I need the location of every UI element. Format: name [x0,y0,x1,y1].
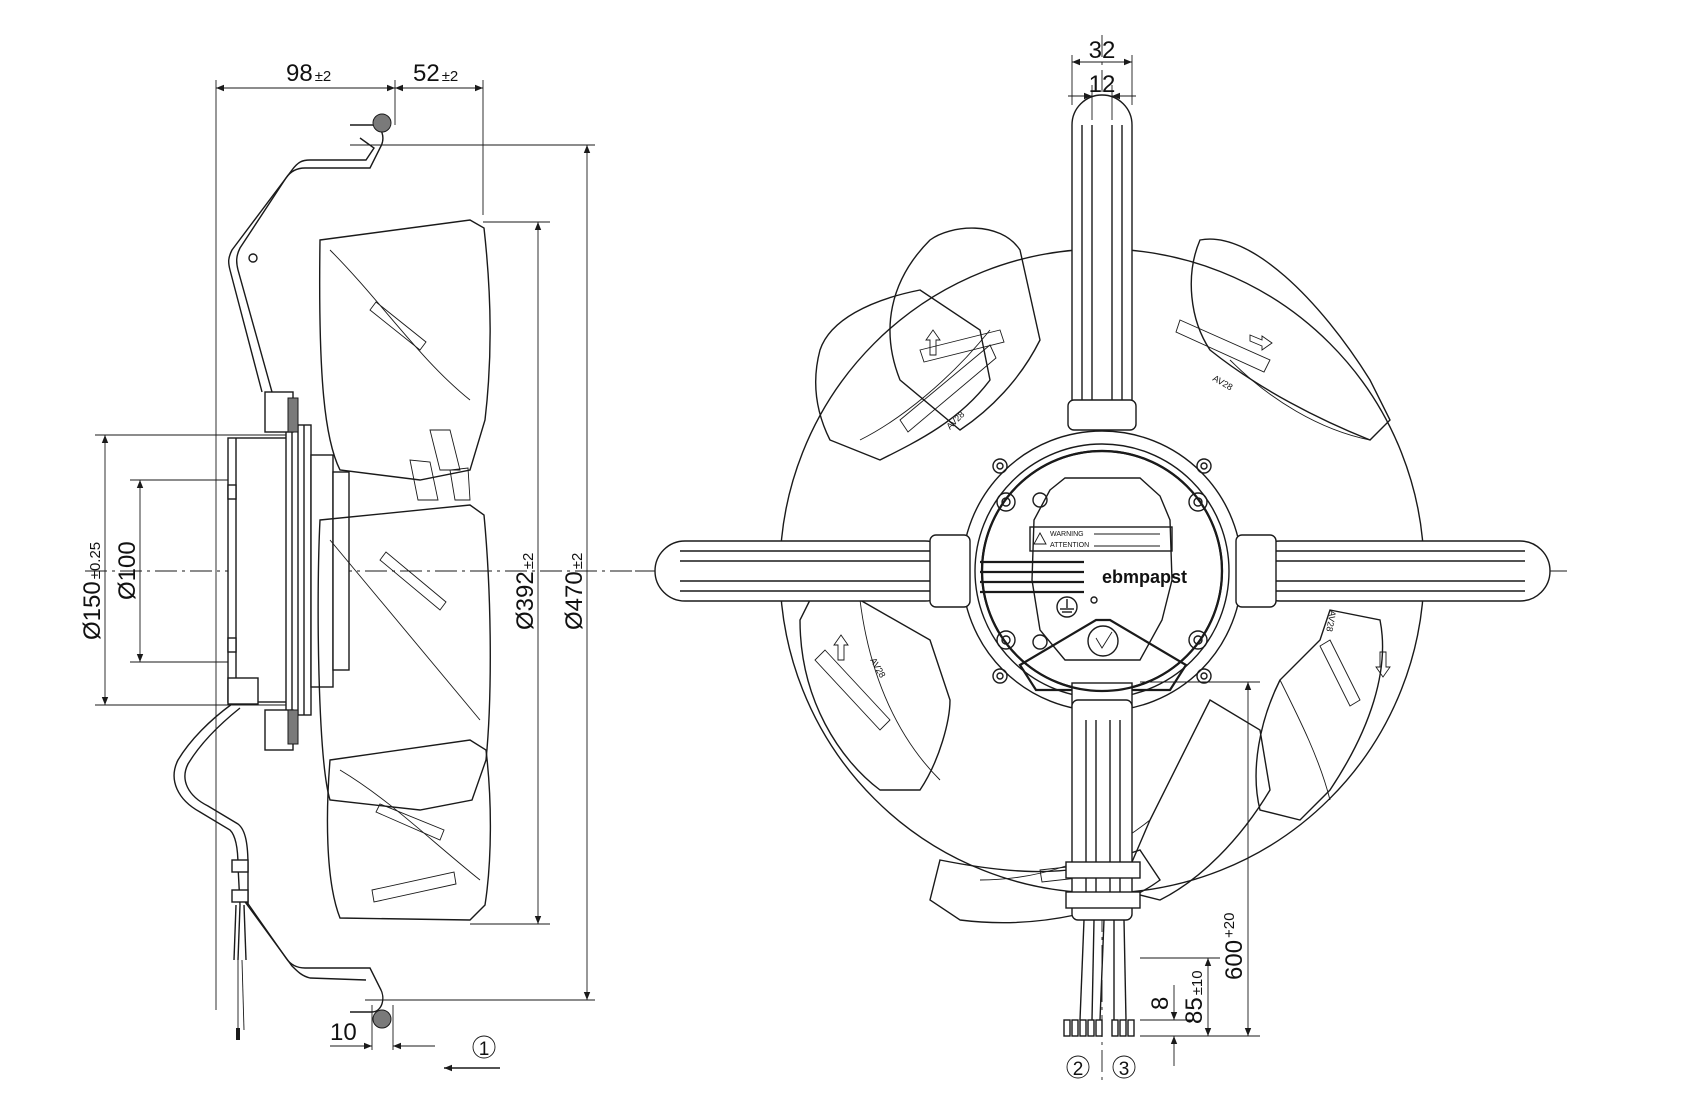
brand-logo: ebmpapst [1102,567,1187,587]
dim-strip-end: 8 [1147,997,1174,1010]
dim-strip: 85±10 [1181,970,1208,1024]
guard-arm-top [1071,94,1133,431]
svg-text:AV28: AV28 [1211,373,1234,392]
dim-flange: Ø150±0.25 [79,542,106,640]
guard-arm-right [1249,540,1551,602]
dim-impeller: Ø392±2 [512,553,539,630]
dim-arm-width: 32 [1089,37,1116,64]
dim-arm-inner: 12 [1089,71,1116,98]
callout-airflow: 1 [479,1039,490,1060]
terminal-box [1018,618,1188,692]
dim-offset: 52±2 [413,60,458,87]
warning-label [1029,526,1173,552]
dim-cable-length: 600+20 [1221,913,1248,981]
guard-arm-left [654,540,956,602]
mounting-holes [992,458,1212,684]
dim-depth: 98±2 [286,60,331,87]
attention-text: ATTENTION [1050,542,1089,549]
side-view: 98±2 52±2 Ø150±0.25 Ø100 Ø392±2 Ø470±2 1… [79,60,640,1072]
callout-cable-a: 2 [1073,1059,1084,1080]
front-view: AV28 AV28 AV28 AV28 WARNING ATTENTION [635,35,1570,1080]
dim-hub: Ø100 [114,541,141,600]
dim-guard: Ø470±2 [561,553,588,630]
warning-text: WARNING [1050,531,1084,538]
callout-cable-b: 3 [1119,1059,1130,1080]
svg-text:AV28: AV28 [1324,610,1338,633]
front-blade [889,227,1041,431]
cable-bundle [1071,699,1133,921]
wire-ends [1063,1019,1135,1037]
svg-text:AV28: AV28 [868,656,887,679]
dim-foot: 10 [330,1019,357,1046]
earth-icon [1056,596,1078,618]
